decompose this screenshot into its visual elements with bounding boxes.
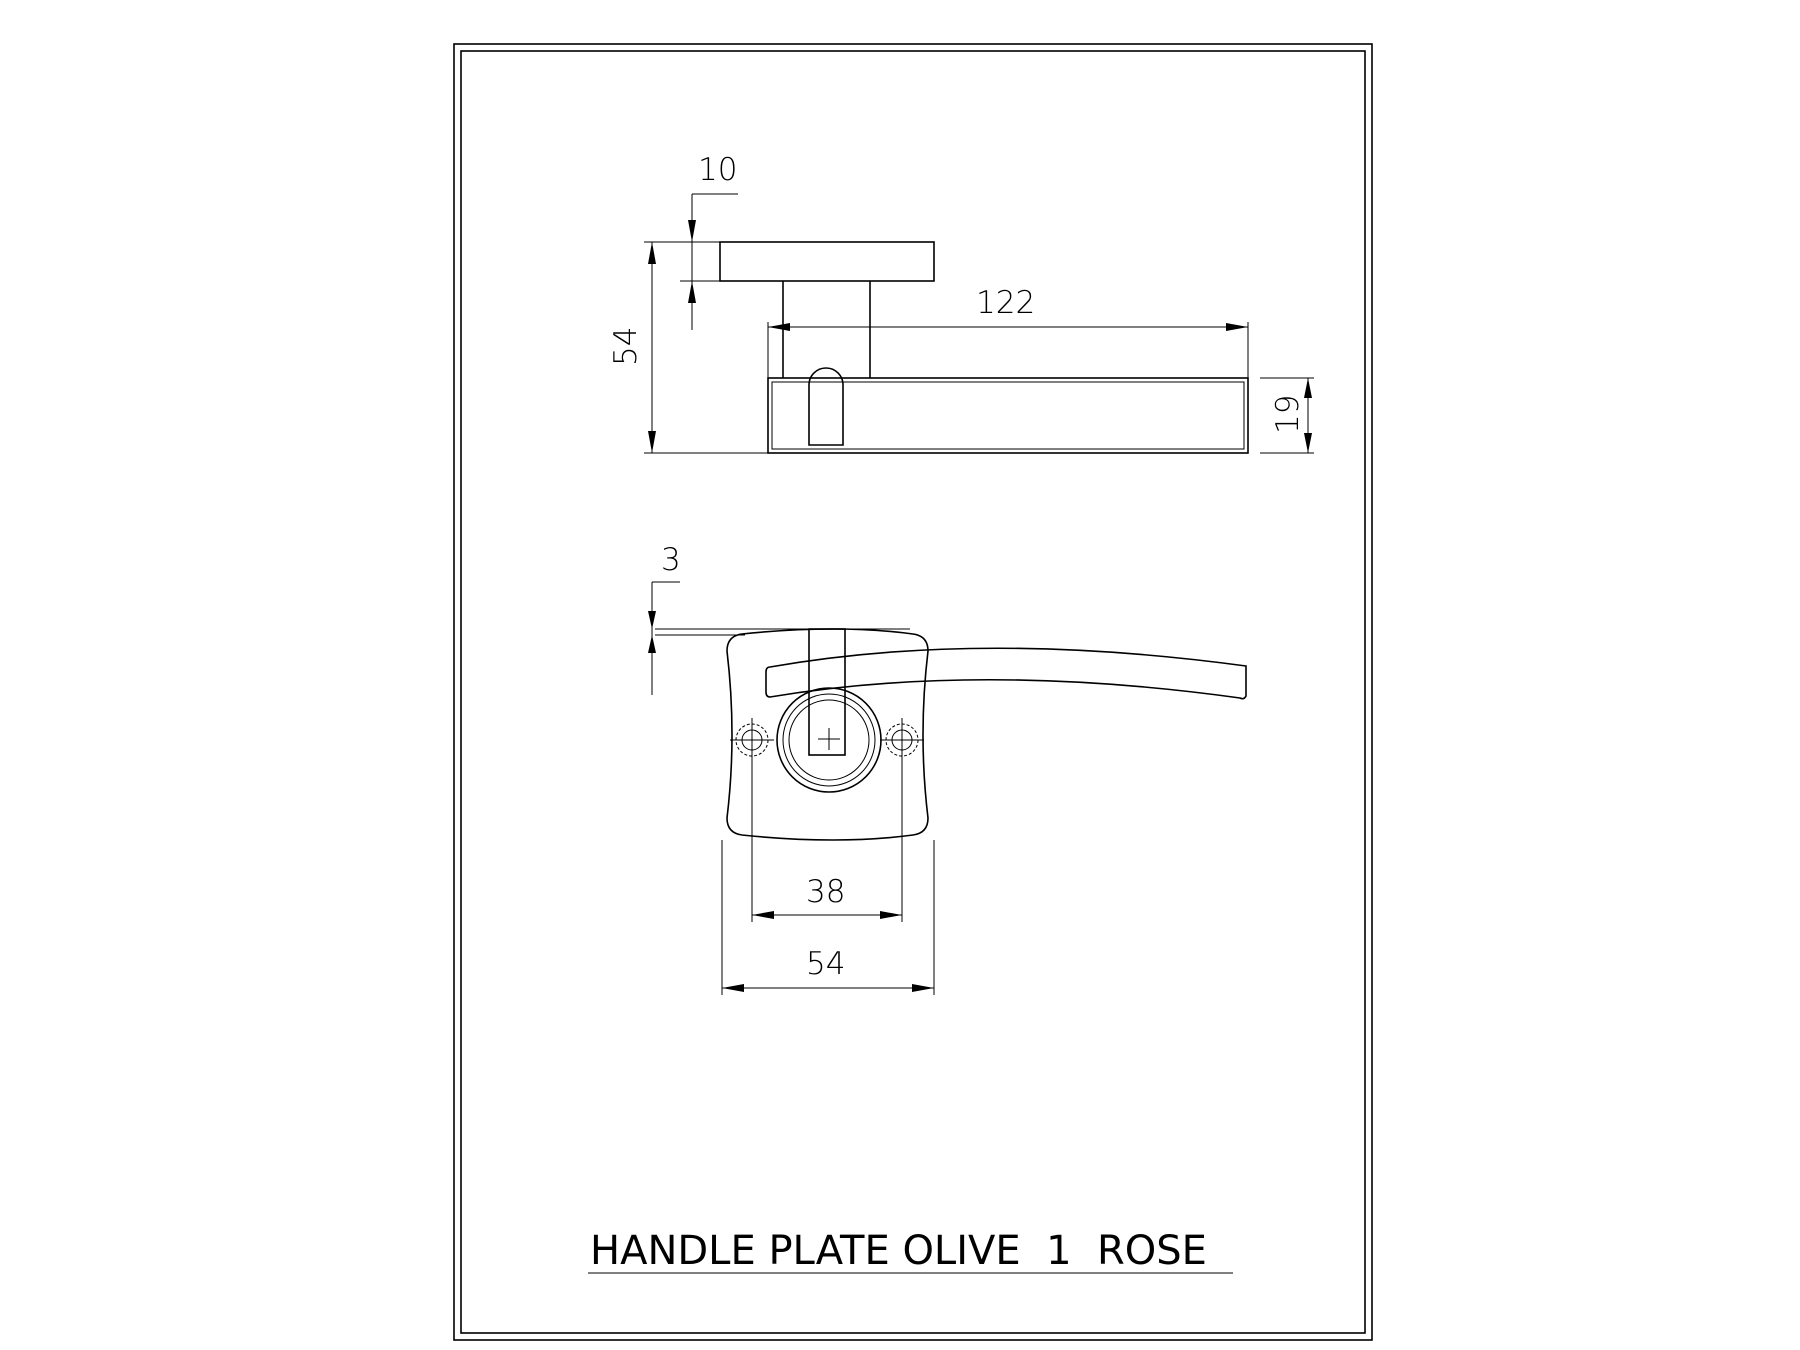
dim-lever-thickness: 19	[1260, 377, 1314, 454]
side-view: 10 54 122 19	[608, 152, 1314, 454]
lever-arm	[765, 647, 1247, 700]
dim-label-lever-thickness: 19	[1270, 395, 1306, 434]
screw-hole-right	[880, 718, 924, 762]
dim-overall-height: 54	[608, 241, 768, 454]
dim-label-rose-width: 54	[806, 946, 845, 982]
lever-neck	[808, 628, 846, 756]
front-view: 3 38 54	[648, 542, 1247, 995]
drawing-title: HANDLE PLATE OLIVE 1 ROSE	[590, 1228, 1207, 1274]
screw-hole-left	[730, 718, 774, 762]
dim-rose-width: 54	[721, 840, 935, 995]
dim-label-overall-height: 54	[608, 327, 644, 366]
dim-label-lever-length: 122	[976, 285, 1035, 321]
lever-bar	[767, 377, 1249, 454]
rose-plate	[726, 628, 929, 841]
drawing-frame	[453, 43, 1373, 1341]
dim-offset: 3	[648, 542, 681, 695]
lever-knuckle	[808, 367, 844, 446]
dim-lever-length: 122	[767, 285, 1249, 378]
title-block: HANDLE PLATE OLIVE 1 ROSE	[588, 1228, 1233, 1274]
dim-label-offset: 3	[661, 542, 681, 578]
rose-disc	[719, 241, 935, 282]
dim-label-rose-thickness: 10	[698, 152, 737, 188]
dim-rose-thickness: 10	[680, 152, 738, 330]
dim-screw-spacing: 38	[751, 762, 903, 922]
dim-label-screw-spacing: 38	[806, 874, 845, 910]
